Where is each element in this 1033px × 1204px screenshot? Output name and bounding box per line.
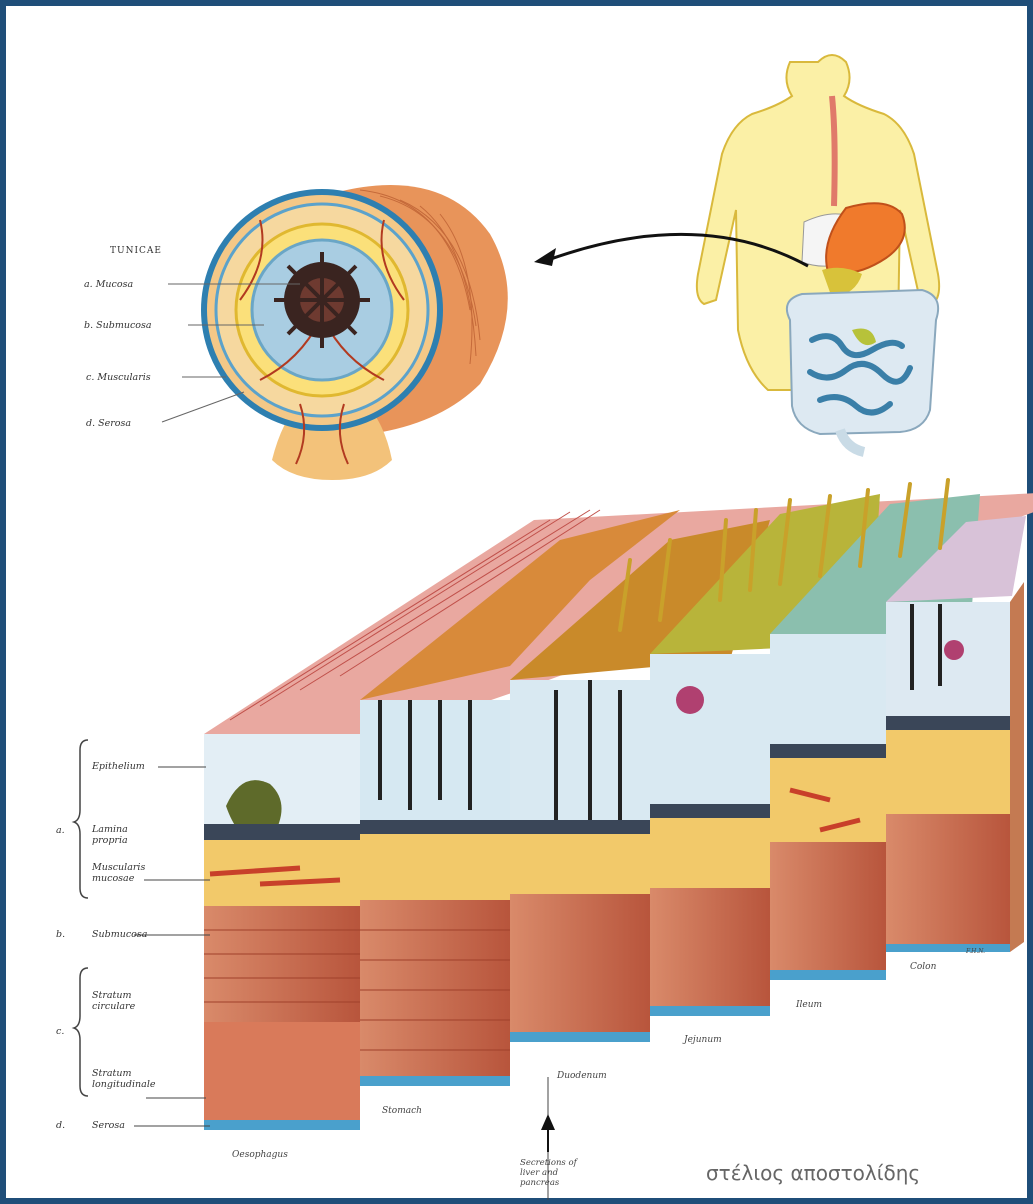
caption-secretions: Secretions of liver and pancreas — [520, 1158, 590, 1188]
label-submucosa: b. Submucosa — [84, 320, 152, 331]
label-mucosa: a. Mucosa — [84, 279, 133, 290]
caption-oesophagus: Oesophagus — [232, 1150, 288, 1160]
letter-c: c. — [56, 1026, 64, 1037]
label-lamina-propria: Lamina propria — [92, 824, 152, 846]
letter-a: a. — [56, 825, 65, 836]
arrowhead-icon — [534, 248, 556, 266]
tube-cross-section — [162, 185, 508, 480]
secretion-arrowhead-icon — [541, 1114, 555, 1130]
credit-text: στέλιος αποστολίδης — [706, 1161, 920, 1185]
wall-block — [204, 480, 1033, 1130]
caption-colon: Colon — [910, 962, 936, 972]
layer-brackets — [74, 740, 88, 1096]
letter-b: b. — [56, 929, 65, 940]
artist-signature: F.H.N. — [966, 948, 985, 955]
caption-stomach: Stomach — [382, 1106, 422, 1116]
label-stratum-longitudinale: Stratum longitudinale — [92, 1068, 152, 1090]
letter-d: d. — [56, 1120, 65, 1131]
label-stratum-circulare: Stratum circulare — [92, 990, 152, 1012]
torso-figure — [697, 55, 939, 452]
label-epithelium: Epithelium — [92, 761, 145, 772]
label-muscularis-mucosae: Muscularis mucosae — [92, 862, 152, 884]
label-muscularis: c. Muscularis — [86, 372, 151, 383]
caption-duodenum: Duodenum — [557, 1071, 607, 1081]
label-serosa-layer: Serosa — [92, 1120, 125, 1131]
label-serosa: d. Serosa — [86, 418, 131, 429]
label-submucosa-layer: Submucosa — [92, 929, 147, 940]
caption-ileum: Ileum — [796, 1000, 822, 1010]
tunicae-heading: TUNICAE — [110, 246, 162, 256]
caption-jejunum: Jejunum — [684, 1035, 722, 1045]
